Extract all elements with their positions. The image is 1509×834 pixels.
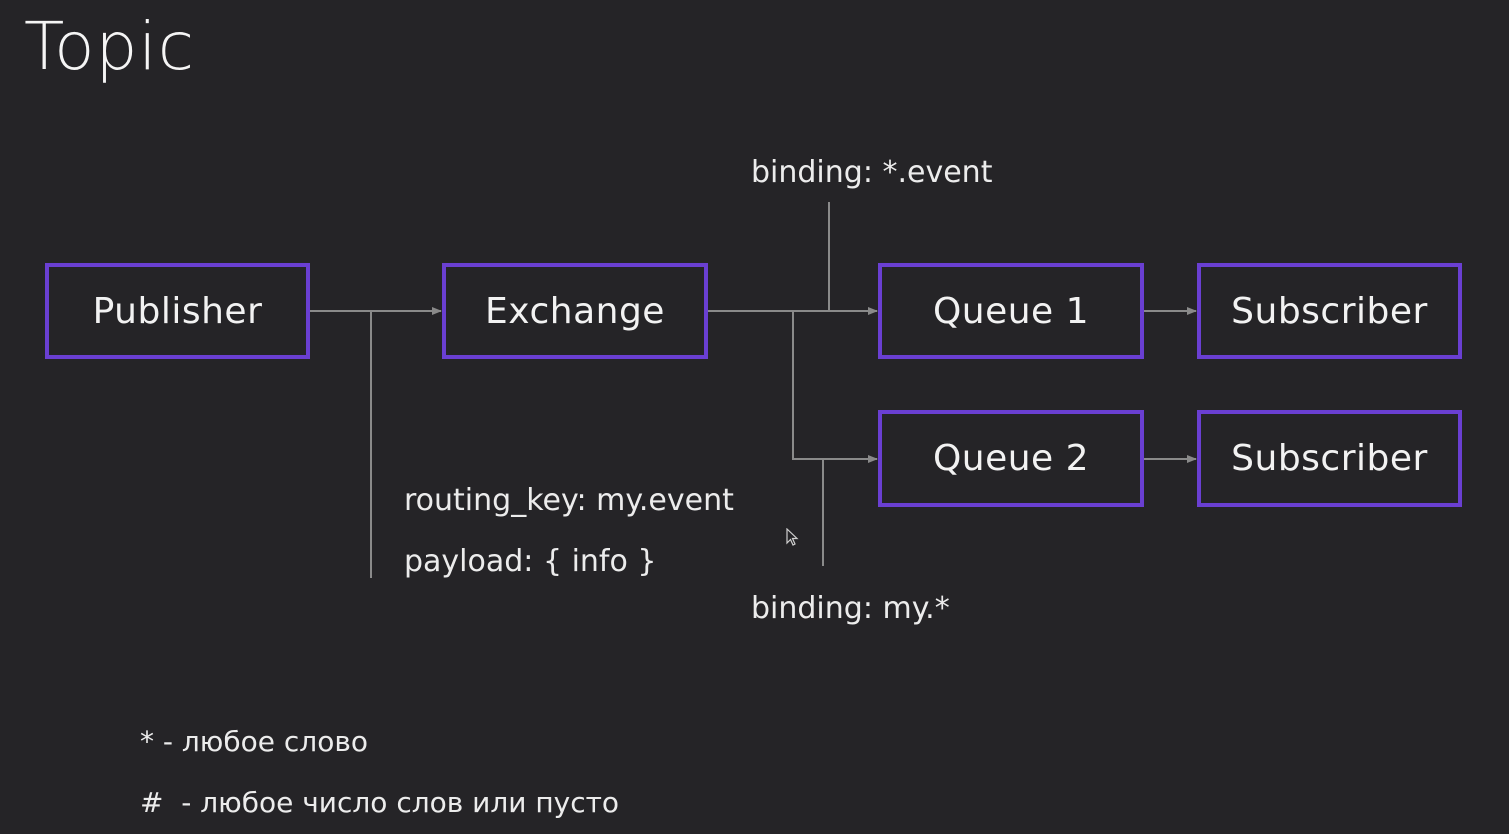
node-subscriber-2-label: Subscriber <box>1231 438 1428 479</box>
payload-label: payload: { info } <box>404 544 657 579</box>
mouse-cursor-icon <box>786 528 799 546</box>
node-queue2: Queue 2 <box>878 410 1144 507</box>
node-queue1-label: Queue 1 <box>932 290 1090 332</box>
binding-bottom-label: binding: my.* <box>751 591 950 626</box>
node-subscriber-1: Subscriber <box>1197 263 1462 359</box>
page-title: Topic <box>24 8 195 85</box>
node-queue1: Queue 1 <box>878 263 1144 359</box>
node-exchange: Exchange <box>442 263 708 359</box>
routing-key-label: routing_key: my.event <box>404 483 734 518</box>
node-publisher-label: Publisher <box>92 290 263 332</box>
node-subscriber-2: Subscriber <box>1197 410 1462 507</box>
node-exchange-label: Exchange <box>485 290 665 332</box>
node-publisher: Publisher <box>45 263 310 359</box>
legend-star-line: * - любое слово <box>140 725 368 758</box>
node-subscriber-1-label: Subscriber <box>1231 290 1428 332</box>
node-queue2-label: Queue 2 <box>932 438 1090 479</box>
binding-top-label: binding: *.event <box>751 155 993 190</box>
edge-exchange-queue2 <box>792 311 878 463</box>
legend-hash-line: # - любое число слов или пусто <box>140 786 620 819</box>
